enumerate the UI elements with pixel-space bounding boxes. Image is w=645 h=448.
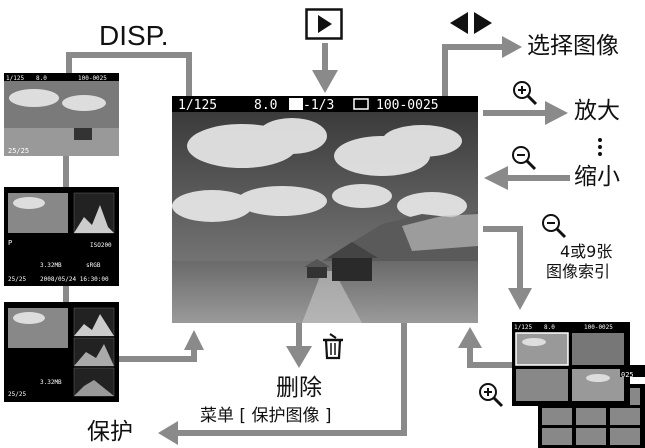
- cabin: [304, 242, 378, 281]
- zoom-in-label: 放大: [574, 98, 620, 124]
- svg-text:100-0025: 100-0025: [584, 324, 613, 331]
- disp-label: DISP.: [99, 20, 169, 51]
- folder-file-readout: 100-0025: [376, 98, 439, 113]
- more-dots-icon: [596, 136, 604, 158]
- svg-text:25/25: 25/25: [8, 147, 29, 155]
- svg-text:100-0025: 100-0025: [78, 75, 107, 82]
- trash-icon: [321, 332, 345, 360]
- zoom-in-icon: [478, 382, 504, 408]
- svg-text:1/125: 1/125: [514, 324, 532, 331]
- svg-text:8.0: 8.0: [36, 75, 47, 82]
- index-screen-partial: 025: [620, 365, 645, 379]
- svg-text:8.0: 8.0: [544, 324, 555, 331]
- zoom-in-icon: [512, 80, 538, 106]
- index-label-line2: 图像索引: [546, 262, 611, 281]
- exposure-comp-readout: -1/3: [303, 98, 334, 113]
- svg-text:2008/05/24 16:30:00: 2008/05/24 16:30:00: [40, 276, 109, 283]
- svg-text:025: 025: [621, 371, 634, 379]
- main-screen: 1/125 8.0 -1/3 100-0025: [172, 96, 478, 323]
- index-label-line1: 4或9张: [560, 242, 613, 261]
- svg-text:ISO200: ISO200: [90, 242, 112, 249]
- svg-text:P: P: [8, 239, 12, 247]
- svg-text:25/25: 25/25: [8, 391, 26, 398]
- protect-key-icon: [353, 98, 369, 110]
- menu-protect-label: 菜单 [ 保护图像 ]: [200, 406, 332, 426]
- exposure-comp-icon: [289, 98, 303, 110]
- play-icon: [305, 8, 343, 40]
- zoom-out-icon: [541, 213, 567, 239]
- delete-label: 删除: [276, 375, 322, 401]
- aperture-readout: 8.0: [254, 98, 277, 113]
- svg-text:3.32MB: 3.32MB: [40, 379, 62, 386]
- zoom-out-icon: [511, 145, 537, 171]
- svg-text:1/125: 1/125: [6, 75, 24, 82]
- select-image-label: 选择图像: [527, 33, 619, 59]
- index-screen-4: 1/125 8.0 100-0025: [512, 322, 630, 406]
- shutter-readout: 1/125: [178, 98, 217, 113]
- zoom-out-label: 缩小: [574, 164, 620, 190]
- thumb-basic-info: 1/125 8.0 100-0025 25/25: [4, 73, 119, 156]
- svg-text:3.32MB: 3.32MB: [40, 262, 62, 269]
- protect-label: 保护: [87, 419, 133, 445]
- thumb-detail-info: P ISO200 3.32MB sRGB 25/25 2008/05/24 16…: [4, 187, 119, 286]
- landscape-photo: 1/125 8.0 -1/3 100-0025: [172, 96, 478, 323]
- svg-text:sRGB: sRGB: [86, 262, 101, 269]
- thumb-histogram: 3.32MB 25/25: [4, 302, 119, 402]
- left-right-arrows-icon: [450, 12, 492, 34]
- svg-text:25/25: 25/25: [8, 276, 26, 283]
